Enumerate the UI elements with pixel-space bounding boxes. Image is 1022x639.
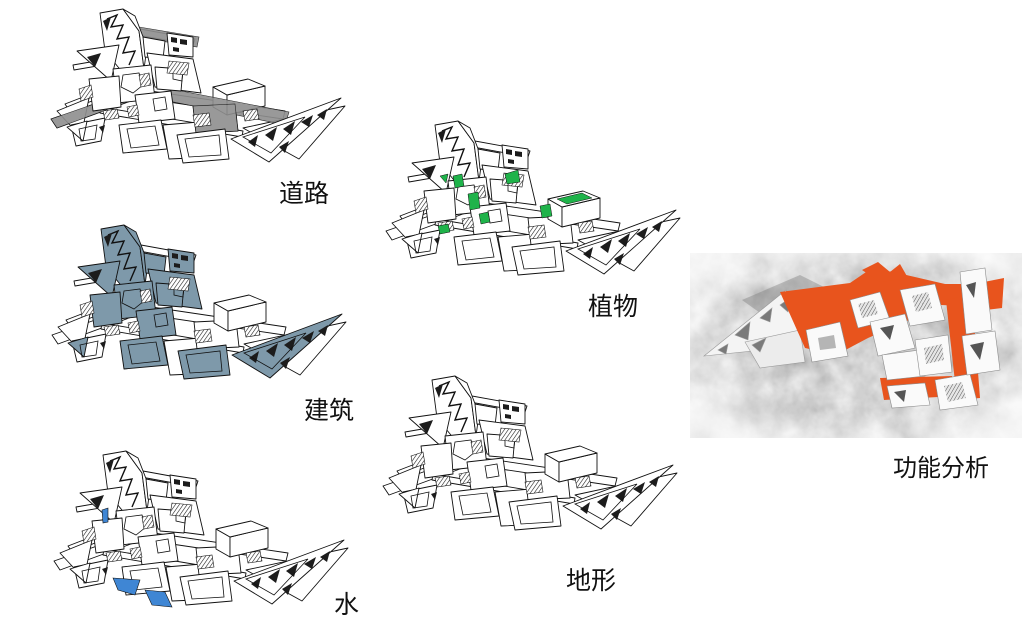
- label-water: 水: [334, 590, 360, 619]
- label-roads: 道路: [279, 179, 330, 208]
- render-opening: [894, 390, 906, 402]
- render-box: [881, 349, 926, 381]
- planting-area: [467, 191, 481, 211]
- panel-terrain: [382, 375, 678, 531]
- render-opening: [717, 343, 729, 355]
- render-opening: [759, 307, 773, 323]
- label-function-analysis: 功能分析: [893, 454, 989, 482]
- planting-area: [439, 173, 449, 184]
- render-opening: [734, 321, 751, 341]
- label-terrain: 地形: [566, 566, 617, 595]
- function-band: [862, 262, 908, 282]
- planting-area: [539, 203, 553, 219]
- water-pool: [101, 507, 109, 524]
- panel-function: [690, 253, 1022, 438]
- render-hatch: [944, 382, 966, 402]
- render-details: [818, 282, 984, 402]
- label-buildings: 建筑: [304, 396, 355, 425]
- planting-area: [504, 169, 521, 185]
- planting-area: [556, 192, 593, 205]
- panel-water: [53, 450, 349, 608]
- planting-area: [478, 211, 491, 225]
- panel-buildings: [51, 224, 347, 380]
- label-plants: 植物: [588, 292, 639, 321]
- plant-highlight: [437, 169, 593, 235]
- render-box: [886, 382, 931, 409]
- render-opening: [751, 337, 767, 353]
- planting-area: [452, 173, 465, 189]
- water-pool: [112, 577, 141, 596]
- render-opening: [970, 342, 984, 360]
- render-hatch: [858, 300, 878, 318]
- panel-roads: [50, 8, 346, 164]
- panel-plants: [385, 120, 681, 276]
- water-pool: [144, 589, 173, 608]
- water-highlight: [101, 507, 173, 608]
- render-window: [818, 335, 836, 350]
- render-box: [869, 313, 916, 357]
- render-opening: [880, 325, 894, 340]
- white-volumes-left: [703, 289, 806, 369]
- render-plate: [744, 329, 806, 369]
- render-opening: [966, 282, 976, 298]
- render-hatch: [912, 292, 932, 312]
- planting-area: [437, 223, 451, 235]
- render-hatch: [924, 344, 944, 364]
